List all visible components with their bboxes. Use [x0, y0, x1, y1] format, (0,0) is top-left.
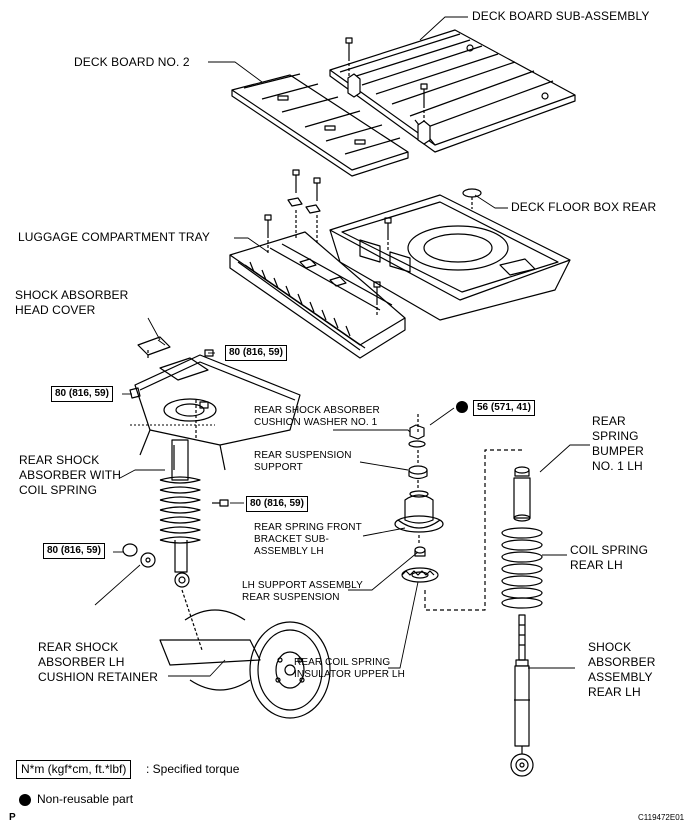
body-shock-tower-drawing [129, 336, 301, 471]
label-deck-board-no2: DECK BOARD NO. 2 [74, 55, 190, 69]
label-deck-floor-box-rear: DECK FLOOR BOX REAR [511, 200, 657, 214]
deck-board-sub-assembly-drawing [329, 29, 576, 153]
label-rear-spring-bumper: REAR SPRING BUMPER NO. 1 LH [592, 414, 644, 473]
deck-board-no2-drawing [231, 73, 409, 177]
label-rear-suspension-support: REAR SUSPENSION SUPPORT [254, 450, 352, 473]
legend-nonreusable-dot-icon [19, 794, 31, 806]
spring-bumper-drawing [513, 466, 531, 522]
label-deck-board-sub-assembly: DECK BOARD SUB-ASSEMBLY [472, 9, 650, 23]
torque-box-top-nut: 56 (571, 41) [473, 400, 535, 416]
brake-drum-axle-drawing [159, 589, 331, 719]
front-bracket-drawing [394, 490, 444, 533]
label-rear-spring-front-bracket: REAR SPRING FRONT BRACKET SUB- ASSEMBLY … [254, 522, 362, 557]
label-lh-support-assembly: LH SUPPORT ASSEMBLY REAR SUSPENSION [242, 580, 363, 603]
label-coil-spring-rear-lh: COIL SPRING REAR LH [570, 543, 649, 572]
luggage-compartment-tray-drawing [229, 169, 406, 359]
lh-support-drawing [414, 546, 426, 557]
rear-shock-with-coil-spring-drawing [159, 400, 229, 588]
deck-floor-box-rear-drawing [329, 188, 571, 321]
coil-insulator-drawing [401, 567, 439, 583]
torque-box-head-cover-nut: 80 (816, 59) [225, 345, 287, 361]
legend-torque-text: : Specified torque [146, 762, 240, 776]
nut-washer-drawing [408, 424, 426, 448]
nonreusable-marker-icon [456, 401, 468, 413]
torque-box-left-nut: 80 (816, 59) [51, 386, 113, 402]
label-rear-shock-with-coil-spring: REAR SHOCK ABSORBER WITH COIL SPRING [19, 453, 121, 497]
label-rear-shock-cushion-retainer: REAR SHOCK ABSORBER LH CUSHION RETAINER [38, 640, 159, 684]
page-mark: P [9, 812, 16, 823]
shock-absorber-assembly-drawing [510, 614, 534, 777]
cushion-retainer-drawing [122, 543, 156, 568]
coil-spring-rear-drawing [501, 527, 543, 609]
legend-nonreusable-text: Non-reusable part [37, 792, 134, 806]
label-rear-coil-spring-insulator: REAR COIL SPRING INSULATOR UPPER LH [294, 657, 405, 680]
torque-box-cushion-retainer: 80 (816, 59) [43, 543, 105, 559]
leader-lines [94, 16, 590, 677]
torque-box-lower-bolt: 80 (816, 59) [246, 496, 308, 512]
label-shock-absorber-assembly: SHOCK ABSORBER ASSEMBLY REAR LH [588, 640, 656, 699]
figure-code: C119472E01 [638, 813, 685, 822]
legend-torque-unit-box: N*m (kgf*cm, ft.*lbf) [16, 760, 132, 779]
label-luggage-compartment-tray: LUGGAGE COMPARTMENT TRAY [18, 230, 210, 244]
label-shock-absorber-head-cover: SHOCK ABSORBER HEAD COVER [15, 288, 129, 317]
rear-suspension-support-drawing [408, 465, 428, 480]
label-cushion-washer: REAR SHOCK ABSORBER CUSHION WASHER NO. 1 [254, 405, 380, 428]
